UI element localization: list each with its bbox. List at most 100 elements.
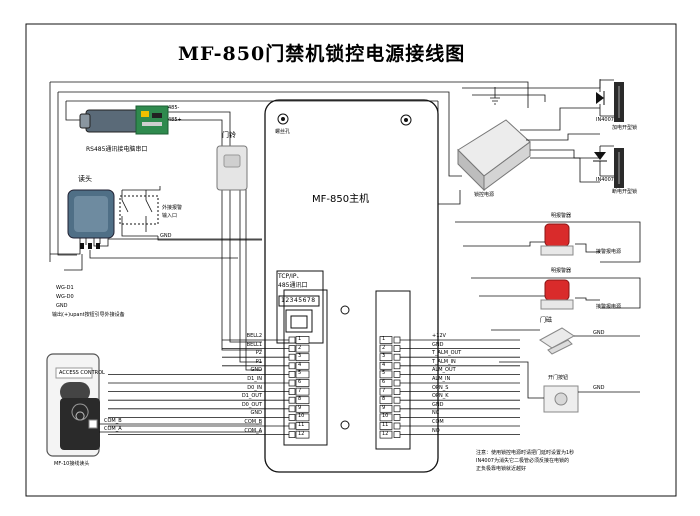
diagram-frame: [25, 23, 677, 497]
left-terminal-signal: COM_B: [244, 419, 262, 425]
right-terminal-num-box: [379, 404, 393, 413]
left-terminal-signal: COM_A: [244, 427, 262, 434]
left-terminal-signal: BELL1: [246, 341, 262, 348]
left-terminal-num: 5: [298, 370, 302, 377]
screw-hole-label: 螺丝孔: [275, 129, 291, 135]
right-terminal-screw: [393, 336, 401, 344]
left-terminal-screw: [288, 422, 296, 430]
doorbell-label: 门铃: [222, 131, 236, 139]
wire-wg-d1: WG-D1: [56, 285, 74, 291]
left-terminal-screw: [288, 414, 296, 421]
right-terminal-frame: [375, 290, 411, 450]
right-terminal-num-box: [379, 430, 393, 439]
rs485-label: RS485通讯接电脑串口: [86, 146, 148, 153]
right-terminal-screw: [393, 345, 401, 352]
right-gnd-2: GND: [593, 385, 605, 391]
left-terminal-screw: [288, 362, 296, 370]
mf10-wires: [99, 423, 262, 433]
lock-on-power: [600, 79, 624, 122]
left-terminal-signal: P2: [255, 350, 262, 357]
left-terminal-num-box: [295, 404, 310, 413]
right-terminal-num: 7: [382, 387, 386, 394]
right-terminal-num: 11: [382, 422, 389, 428]
mount-hole-bottom: [340, 420, 350, 430]
note-line-2: IN4007为消失它二极管必须反接在电锁的: [476, 458, 569, 464]
screw-hole-right: [400, 114, 412, 126]
right-terminal-screw: [393, 422, 401, 430]
mf10-reader-device: [46, 353, 100, 457]
ext-alarm-gnd: GND: [160, 233, 172, 239]
right-terminal-signal: GND: [432, 401, 444, 408]
right-device-wires: [455, 221, 641, 399]
right-terminal-signal: COM: [432, 419, 444, 425]
reader-pin-3: [96, 243, 100, 249]
screw-hole-right-center: [404, 118, 408, 122]
right-terminal-num-box: [379, 336, 393, 344]
left-terminal-signal: D1_IN: [247, 376, 262, 382]
left-terminal-num: 4: [298, 361, 302, 368]
lock-power-device: [457, 119, 531, 192]
left-terminal-signal: BELL2: [246, 333, 262, 339]
alarm-siren-1: [540, 223, 574, 256]
left-terminal-pins: [288, 336, 310, 439]
left-terminal-screw: [288, 345, 296, 352]
left-terminal-num: 2: [298, 344, 302, 351]
screw-hole-left: [277, 113, 289, 125]
mf10-brand: ACCESS CONTROL: [59, 370, 105, 376]
comm-port-pin-strip: [278, 295, 320, 307]
note-line-1: 注意：使用锁控电源时请把门延时设置为1秒: [476, 450, 575, 456]
lock-on-power-label: 加电开型锁: [612, 125, 638, 131]
right-terminal-num: 5: [382, 370, 386, 377]
alarm1-power-label: 接警报电源: [596, 249, 622, 255]
lock-power-wires: [437, 101, 600, 205]
left-terminal-num: 3: [298, 353, 302, 360]
right-terminal-num-box: [379, 344, 393, 353]
door-magnet-device: [539, 327, 575, 355]
right-terminal-signal: OPN_K: [432, 393, 449, 400]
comm-port-label-2: 485通讯口: [278, 282, 308, 289]
right-terminal-num: 1: [382, 336, 386, 342]
right-terminal-num: 3: [382, 353, 386, 360]
left-terminal-signal: D0_IN: [247, 384, 262, 391]
left-terminal-screw: [288, 379, 296, 387]
reader-pin-1: [80, 243, 84, 249]
ext-alarm-label-1: 外接报警: [162, 205, 183, 211]
right-terminal-signal: NC: [432, 410, 440, 417]
left-terminal-screw: [288, 396, 296, 404]
right-terminal-num-box: [379, 361, 393, 370]
left-terminal-screw: [288, 371, 296, 378]
mf10-reader-label: MF-10接线读头: [54, 461, 90, 467]
right-terminal-screw: [393, 371, 401, 378]
right-terminal-signal: T_ALM_IN: [432, 358, 456, 365]
left-terminal-num-box: [295, 396, 310, 405]
left-terminal-num: 8: [298, 396, 302, 403]
diode-bottom: [593, 146, 607, 176]
main-unit-body: [264, 99, 439, 473]
left-terminal-screw: [288, 353, 296, 361]
right-terminal-screw: [393, 405, 401, 413]
right-terminal-num: 2: [382, 344, 386, 351]
left-terminal-num: 1: [298, 336, 302, 342]
left-terminal-screw: [288, 388, 296, 395]
right-terminal-screw: [393, 353, 401, 361]
diode-top-label: IN4007: [596, 117, 614, 123]
right-terminal-num: 12: [382, 430, 389, 437]
right-terminal-num: 9: [382, 404, 386, 411]
left-terminal-num: 10: [298, 413, 305, 420]
right-terminal-screw: [393, 396, 401, 404]
rs485-rx-label: 485+: [168, 117, 182, 123]
left-terminal-screw: [288, 431, 296, 438]
alarm-siren-2: [540, 279, 574, 310]
right-terminal-screw: [393, 388, 401, 395]
right-terminal-screw: [393, 379, 401, 387]
page-title: MF-850门禁机锁控电源接线图: [178, 43, 466, 65]
lock-off-power-label: 断电开型锁: [612, 189, 638, 195]
alarm2-label: 明报警器: [551, 268, 572, 274]
reader-pin-2: [88, 243, 92, 249]
right-terminal-num-box: [379, 387, 393, 396]
left-terminal-num-box: [295, 430, 310, 439]
left-terminal-num-box: [295, 344, 310, 353]
left-terminal-num-box: [295, 336, 310, 344]
